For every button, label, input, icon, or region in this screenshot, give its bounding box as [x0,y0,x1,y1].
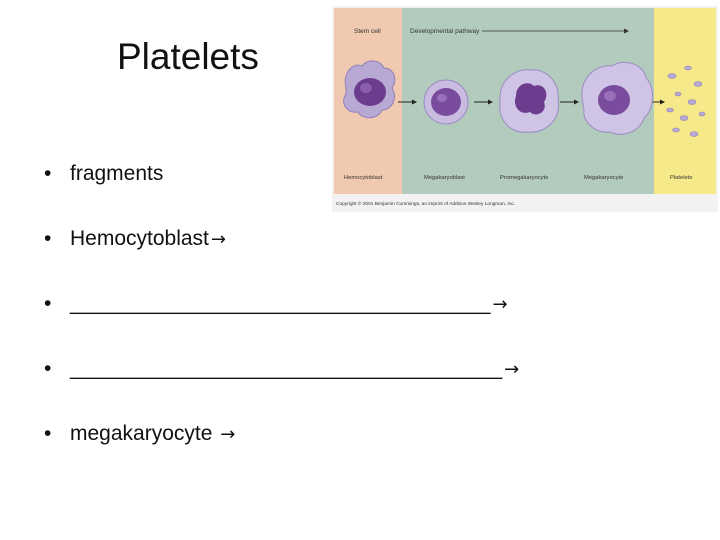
bullet-text: megakaryocyte [70,422,219,445]
slide-title: Platelets [117,36,259,77]
label-megakaryoblast: Megakaryoblast [424,175,465,181]
label-platelets: Platelets [670,175,692,181]
pathway-header: Developmental pathway [410,28,480,35]
bullet-text: fragments [70,162,164,185]
label-promegakaryocyte: Promegakaryocyte [500,175,548,181]
label-hemocytoblast: Hemocytoblast [344,175,383,181]
promegakaryocyte-cell [499,69,560,133]
arrow-right-icon: → [220,424,236,445]
figure-copyright: Copyright © 2001 Benjamin Cummings, an i… [336,200,515,207]
bullet-item: • Hemocytoblast→ [44,228,226,249]
megakaryoblast-cell [423,79,469,125]
bullet-dot: • [44,292,52,315]
platelet-development-figure: Stem cell Developmental pathway [332,6,718,212]
bullet-dot: • [44,227,52,250]
bullet-dot: • [44,422,52,445]
arrow-right-icon: → [504,359,520,380]
bullet-dot: • [44,162,52,185]
bullet-blank: _____________________________________ [70,357,503,380]
bullet-blank: ____________________________________ [70,292,491,315]
platelets-panel [654,8,716,194]
platelets-cluster [666,65,706,137]
bullet-item: • megakaryocyte → [44,423,235,444]
bullet-dot: • [44,357,52,380]
arrow-right-icon: → [210,229,226,250]
bullet-text: Hemocytoblast [70,227,209,250]
stem-cell-header: Stem cell [354,28,381,35]
hemocytoblast-cell [343,60,396,119]
bullet-item: • ____________________________________→ [44,293,508,314]
bullet-item: • fragments [44,163,163,184]
label-megakaryocyte: Megakaryocyte [584,175,623,181]
development-diagram: Stem cell Developmental pathway [334,8,716,207]
arrow-right-icon: → [492,294,508,315]
bullet-item: • _____________________________________→ [44,358,519,379]
megakaryocyte-cell [581,62,653,135]
development-arrows [398,99,665,105]
pathway-arrow-head [624,28,629,34]
